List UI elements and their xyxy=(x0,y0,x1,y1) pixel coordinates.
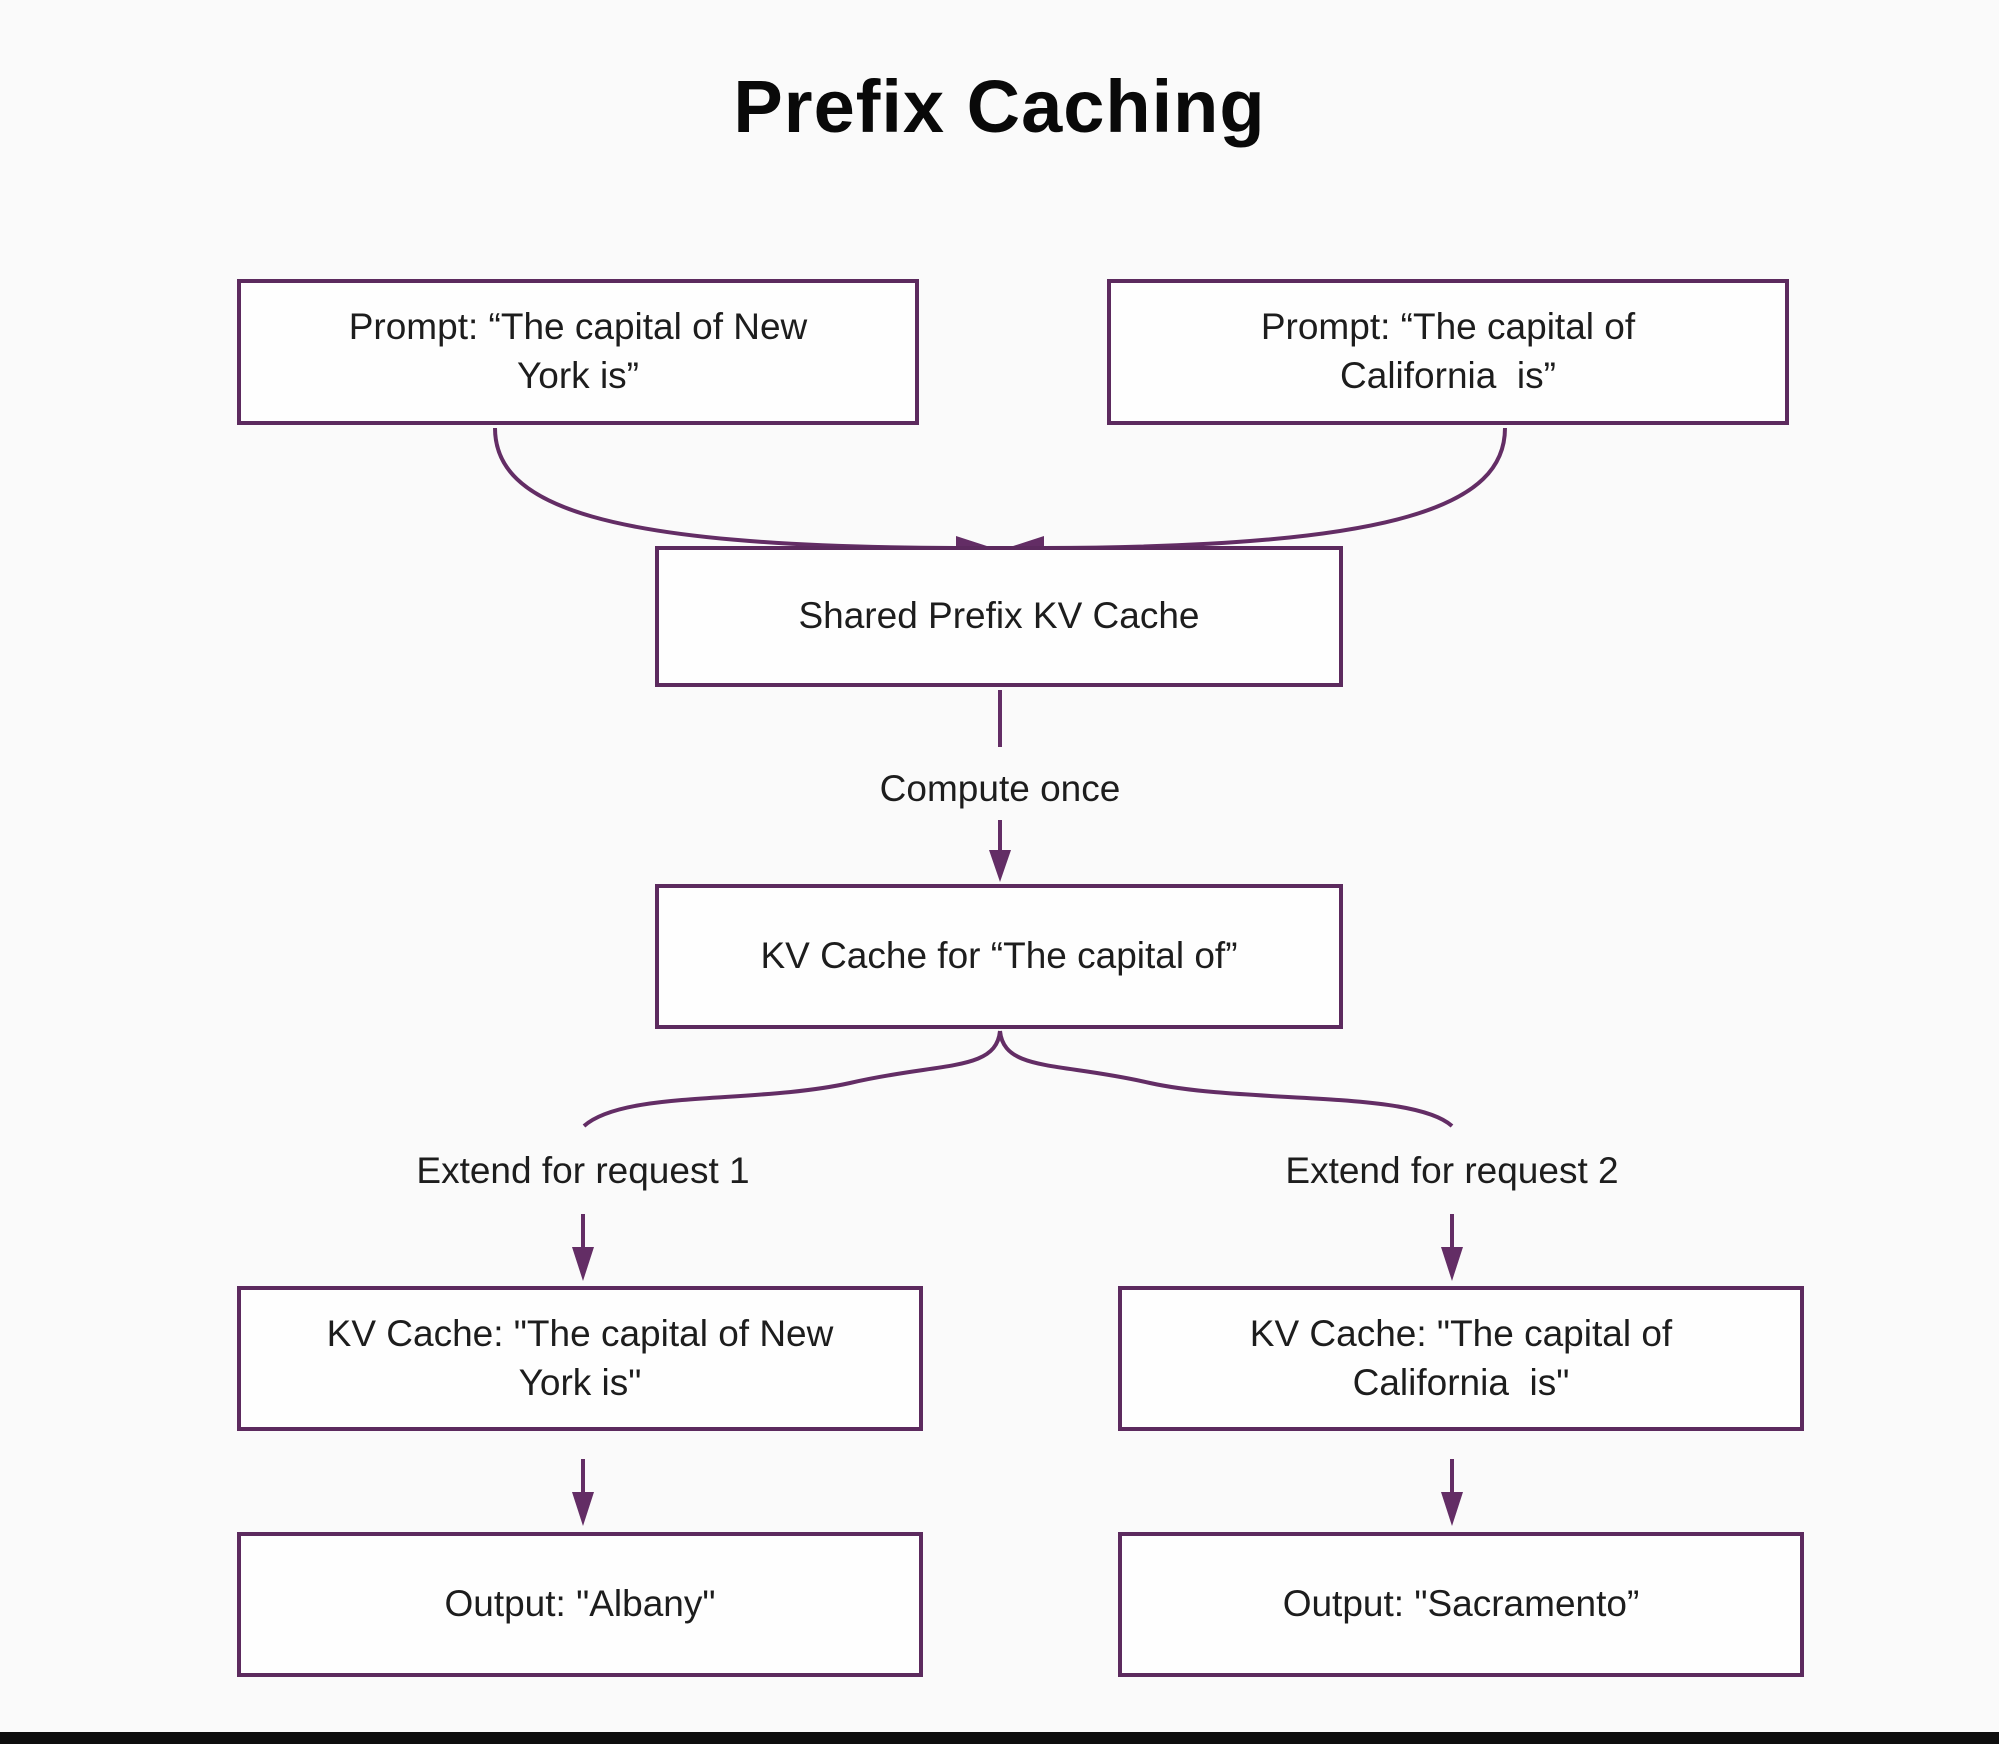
extend-arrow-2 xyxy=(1441,1214,1463,1281)
fork-right xyxy=(998,1030,1454,1128)
node-shared-prefix-kv-cache: Shared Prefix KV Cache xyxy=(655,546,1343,687)
arrow-down-icon xyxy=(572,1247,594,1281)
node-kv-cache-new-york: KV Cache: "The capital of New York is" xyxy=(237,1286,923,1431)
compute-once-label: Compute once xyxy=(879,768,1121,809)
merge-arc-left xyxy=(493,427,993,560)
compute-arrow xyxy=(989,820,1011,882)
node-output-albany: Output: "Albany" xyxy=(237,1532,923,1677)
extend-request-1-label: Extend for request 1 xyxy=(416,1150,750,1191)
arrow-down-icon xyxy=(1441,1247,1463,1281)
arrow-down-icon xyxy=(989,850,1011,882)
arrow-down-icon xyxy=(572,1492,594,1526)
output-arrow-1 xyxy=(572,1459,594,1526)
node-prompt-california: Prompt: “The capital of California is” xyxy=(1107,279,1789,425)
diagram-title: Prefix Caching xyxy=(733,65,1266,148)
fork-left xyxy=(582,1030,1002,1128)
arrow-down-icon xyxy=(1441,1492,1463,1526)
extend-request-2-label: Extend for request 2 xyxy=(1285,1150,1619,1191)
extend-arrow-1 xyxy=(572,1214,594,1281)
node-kv-cache-prefix: KV Cache for “The capital of” xyxy=(655,884,1343,1029)
node-output-sacramento: Output: "Sacramento” xyxy=(1118,1532,1804,1677)
merge-arc-right xyxy=(1007,427,1507,560)
bottom-edge-bar xyxy=(0,1732,1999,1744)
node-kv-cache-california: KV Cache: "The capital of California is" xyxy=(1118,1286,1804,1431)
output-arrow-2 xyxy=(1441,1459,1463,1526)
node-prompt-new-york: Prompt: “The capital of New York is” xyxy=(237,279,919,425)
